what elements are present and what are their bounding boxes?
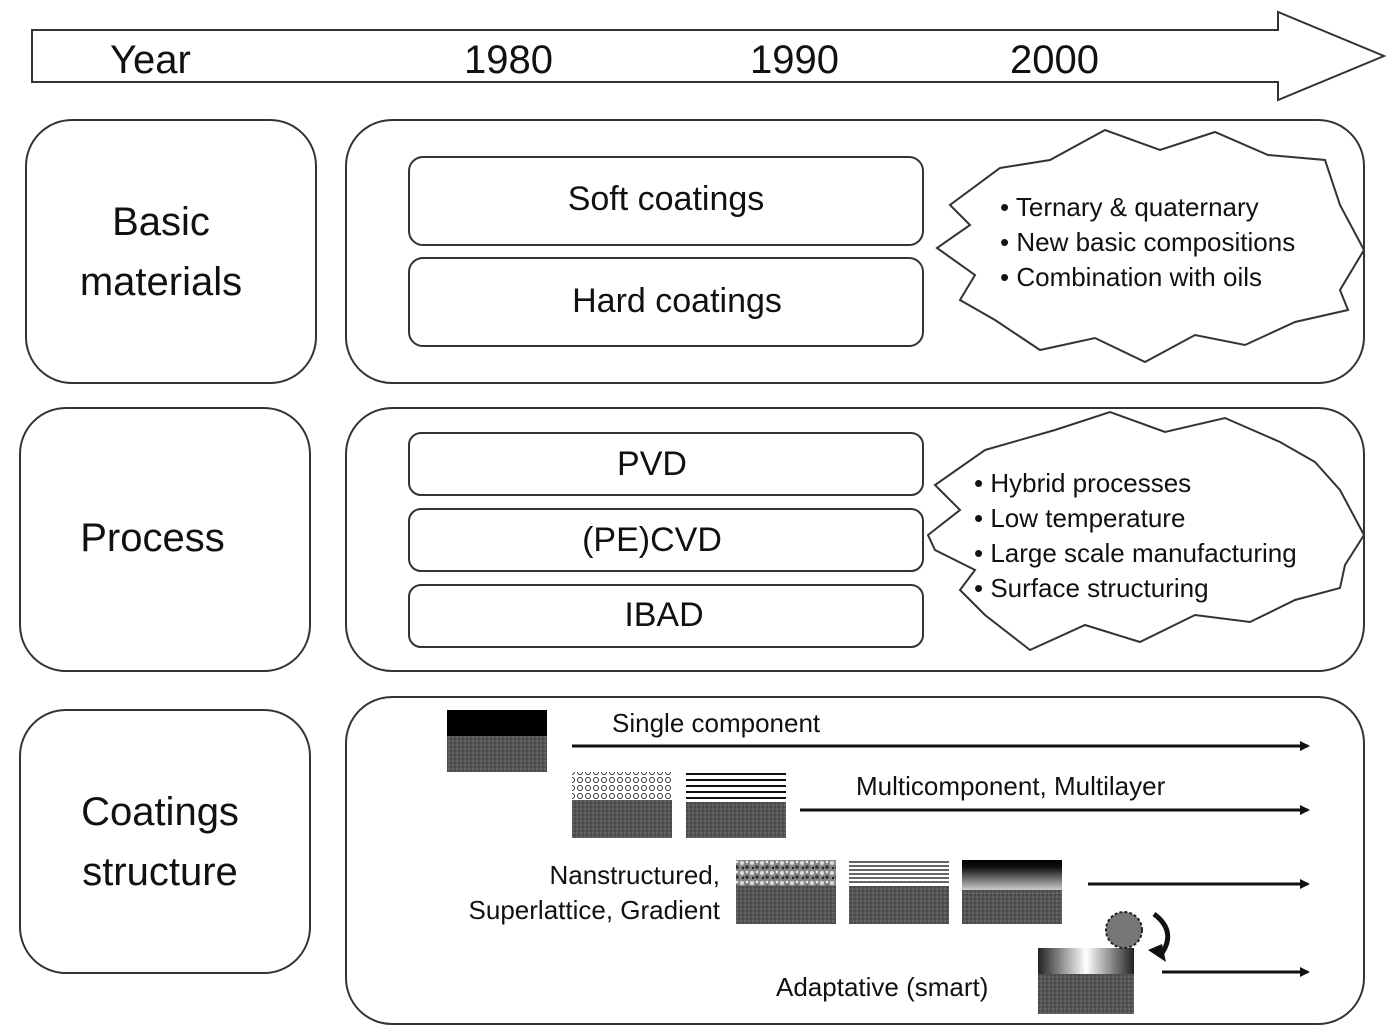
bubble-basic-materials <box>935 128 1366 364</box>
timeline-year-1990: 1990 <box>750 38 839 82</box>
row-label-coatings-structure: Coatings structure <box>20 782 300 902</box>
box-hard-coatings <box>408 257 924 347</box>
sample-single-component <box>447 710 547 772</box>
label-nanostructured-line1: Nanstructured, <box>549 860 720 890</box>
bubble-basic-item-3: • Combination with oils <box>1000 262 1262 292</box>
ibad-label: IBAD <box>624 596 704 634</box>
box-ibad <box>408 584 924 648</box>
timeline-arrow <box>31 10 1386 102</box>
timeline-year-1980: 1980 <box>464 38 553 82</box>
row-label-coatings-line2: structure <box>82 850 238 894</box>
hard-coatings-label: Hard coatings <box>572 282 782 320</box>
bubble-basic-text: • Ternary & quaternary • New basic compo… <box>1000 190 1295 295</box>
row-label-box-process <box>19 407 311 672</box>
bubble-process-item-3: • Large scale manufacturing <box>974 538 1297 568</box>
sample-adaptive <box>1038 911 1171 1014</box>
ball-icon <box>1105 911 1143 949</box>
timeline-year-2000: 2000 <box>1010 38 1099 82</box>
sample-superlattice <box>849 860 949 924</box>
row-label-box-coatings-structure <box>19 709 311 974</box>
box-pvd <box>408 432 924 496</box>
sample-gradient <box>962 860 1062 924</box>
box-soft-coatings <box>408 156 924 246</box>
label-nanostructured: Nanstructured, Superlattice, Gradient <box>420 858 720 928</box>
label-single-component: Single component <box>612 708 821 738</box>
box-pecvd <box>408 508 924 572</box>
timeline-year-label: Year <box>110 38 191 82</box>
row-label-basic-line1: Basic <box>112 200 210 244</box>
label-nanostructured-line2: Superlattice, Gradient <box>468 895 720 925</box>
sample-multilayer <box>686 772 786 838</box>
bubble-process-item-1: • Hybrid processes <box>974 468 1192 498</box>
row-label-process: Process <box>80 516 225 560</box>
pvd-label: PVD <box>617 445 687 483</box>
bubble-process-item-4: • Surface structuring <box>974 573 1209 603</box>
label-multicomponent: Multicomponent, Multilayer <box>856 771 1166 801</box>
bubble-process <box>926 410 1366 652</box>
soft-coatings-label: Soft coatings <box>567 180 765 218</box>
bubble-basic-item-2: • New basic compositions <box>1000 227 1296 257</box>
row-label-basic-materials: Basic materials <box>26 192 296 312</box>
sample-multicomponent <box>572 772 672 838</box>
pecvd-label: (PE)CVD <box>582 521 722 559</box>
label-adaptive: Adaptative (smart) <box>776 972 989 1002</box>
row-label-coatings-line1: Coatings <box>81 790 239 834</box>
row-label-basic-line2: materials <box>79 260 243 304</box>
bubble-process-item-2: • Low temperature <box>974 503 1186 533</box>
sample-nanostructured <box>736 860 836 924</box>
bubble-basic-item-1: • Ternary & quaternary <box>1000 192 1259 222</box>
row-label-box-basic-materials <box>25 119 317 384</box>
bubble-process-text: • Hybrid processes • Low temperature • L… <box>974 466 1297 606</box>
